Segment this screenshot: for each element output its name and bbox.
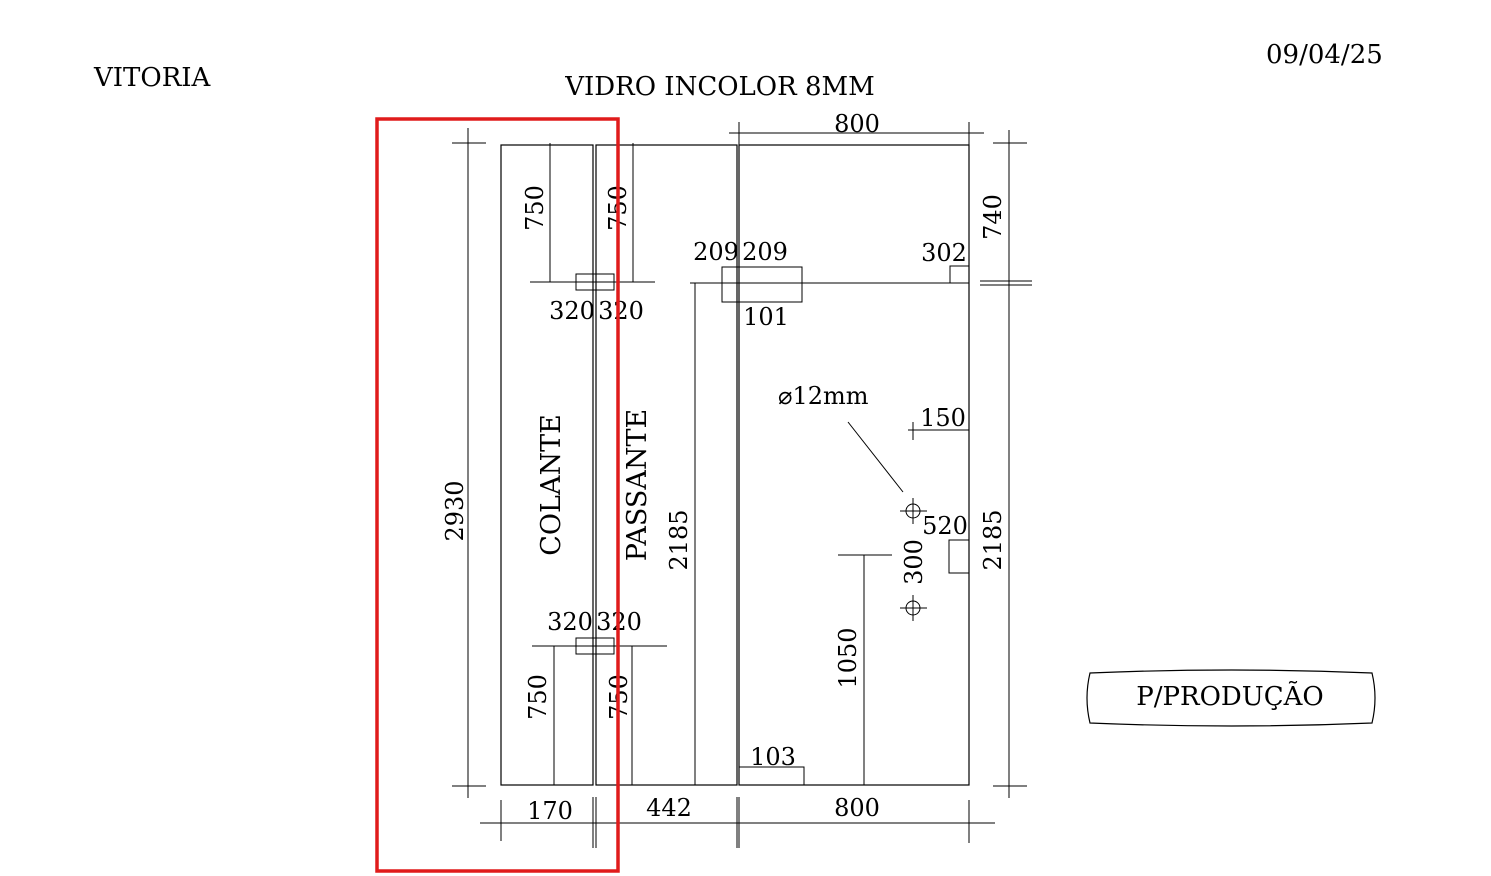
hole-edge-dim: 150	[920, 404, 966, 432]
colante-panel	[500, 144, 594, 786]
bottom-notch	[738, 766, 805, 786]
bottom-hinge	[575, 637, 615, 655]
hinge-bottom-left-dim: 320	[547, 608, 593, 636]
top-notch	[721, 266, 803, 303]
right-notch	[949, 265, 970, 284]
right-notch-dim: 302	[921, 239, 967, 267]
door-panel	[738, 144, 970, 786]
colante-top-dim: 750	[521, 185, 549, 231]
bottom-width-1: 170	[527, 797, 573, 825]
top-hinge	[575, 273, 615, 291]
handle-notch-dim: 520	[922, 512, 968, 540]
colante-label: COLANTE	[536, 414, 567, 556]
hole-top	[900, 498, 927, 524]
overall-height-label: 2930	[441, 480, 469, 541]
passante-label: PASSANTE	[622, 409, 653, 562]
highlight-box	[375, 117, 620, 873]
handle-height-dim: 1050	[834, 627, 862, 688]
hole-diameter-label: ⌀12mm	[778, 382, 869, 410]
client-name: VITORIA	[93, 63, 212, 93]
overall-height-dimension	[452, 128, 486, 798]
inner-height-dim: 2185	[665, 509, 693, 570]
hole-bottom	[900, 595, 927, 621]
notch-right-dim: 209	[742, 238, 788, 266]
production-stamp	[1086, 669, 1376, 727]
bottom-width-2: 442	[646, 794, 692, 822]
hinge-top-right-dim: 320	[598, 297, 644, 325]
notch-depth-dim: 101	[743, 303, 789, 331]
top-width-label: 800	[834, 110, 880, 138]
colante-bottom-dim: 750	[524, 674, 552, 720]
right-height-dimension	[993, 130, 1027, 798]
glass-spec-title: VIDRO INCOLOR 8MM	[564, 72, 875, 102]
top-right-height-label: 740	[979, 194, 1007, 240]
production-stamp-label: P/PRODUÇÃO	[1136, 680, 1323, 712]
right-height-label: 2185	[979, 509, 1007, 570]
passante-panel	[595, 144, 738, 786]
hole-spacing-dim: 300	[900, 539, 928, 585]
bottom-notch-dim: 103	[750, 743, 796, 771]
hinge-top-left-dim: 320	[549, 297, 595, 325]
top-width-dimension	[729, 122, 984, 147]
notch-left-dim: 209	[693, 238, 739, 266]
bottom-width-3: 800	[834, 794, 880, 822]
handle-notch	[948, 539, 970, 574]
drawing-date: 09/04/25	[1266, 40, 1383, 70]
bottom-width-dimension	[480, 797, 995, 848]
